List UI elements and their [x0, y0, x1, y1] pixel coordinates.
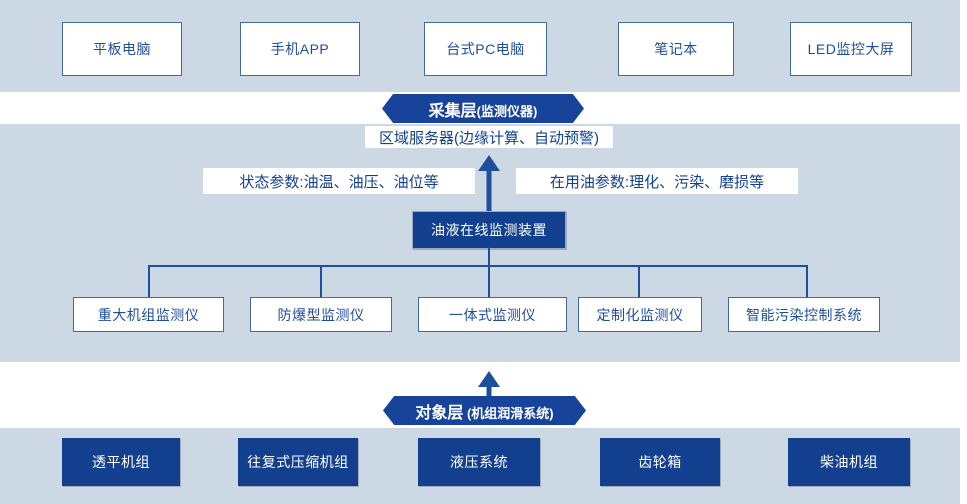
oil-parameters-plate: 在用油参数:理化、污染、磨损等 [516, 168, 798, 194]
collection-layer-banner[interactable]: 采集层(监测仪器) [382, 94, 584, 123]
tree-trunk-line [488, 247, 490, 266]
regional-server-label: 区域服务器(边缘计算、自动预警) [365, 126, 613, 148]
arrow-head-icon [478, 371, 500, 387]
regional-server-text: 区域服务器(边缘计算、自动预警) [379, 129, 599, 147]
monitor-box-explosion-proof[interactable]: 防爆型监测仪 [250, 297, 392, 332]
terminal-label: 手机APP [270, 41, 330, 57]
terminal-box-mobile-app[interactable]: 手机APP [240, 22, 360, 76]
tree-branch-line-2 [320, 265, 322, 297]
object-box-reciprocating-compressor[interactable]: 往复式压缩机组 [238, 438, 358, 486]
arrow-object-to-collection [477, 371, 501, 399]
banner-sub-text: (监测仪器) [476, 103, 538, 119]
object-box-gearbox[interactable]: 齿轮箱 [600, 438, 720, 486]
object-label: 柴油机组 [820, 454, 878, 470]
arrow-head-icon [478, 155, 500, 171]
monitor-box-customized[interactable]: 定制化监测仪 [578, 297, 702, 332]
object-layer-banner[interactable]: 对象层 (机组润滑系统) [383, 396, 586, 425]
monitor-label: 防爆型监测仪 [277, 306, 365, 323]
terminal-label: 平板电脑 [93, 41, 151, 57]
arrow-device-to-server [477, 155, 501, 212]
oil-online-monitoring-device-box[interactable]: 油液在线监测装置 [412, 211, 566, 249]
device-label: 油液在线监测装置 [431, 222, 547, 238]
terminal-box-tablet[interactable]: 平板电脑 [62, 22, 182, 76]
state-parameters-text: 状态参数:油温、油压、油位等 [239, 173, 439, 191]
object-label: 齿轮箱 [638, 454, 682, 470]
monitor-label: 定制化监测仪 [596, 306, 684, 323]
terminal-label: 笔记本 [654, 41, 698, 57]
terminal-label: LED监控大屏 [807, 41, 895, 57]
tree-branch-line-3 [488, 265, 490, 297]
banner-main-text: 采集层 [428, 102, 477, 120]
monitor-box-smart-contamination-control[interactable]: 智能污染控制系统 [728, 297, 880, 332]
banner-sub-text: (机组润滑系统) [463, 405, 554, 421]
hexagon-shape [382, 94, 584, 123]
terminal-box-desktop-pc[interactable]: 台式PC电脑 [424, 22, 547, 76]
terminal-label: 台式PC电脑 [446, 41, 525, 57]
object-box-diesel-unit[interactable]: 柴油机组 [788, 438, 910, 486]
object-label: 往复式压缩机组 [247, 454, 349, 470]
terminal-box-led-screen[interactable]: LED监控大屏 [790, 22, 912, 76]
object-label: 透平机组 [92, 454, 150, 470]
arrow-shaft [486, 169, 492, 212]
object-label: 液压系统 [450, 454, 508, 470]
hexagon-shape [383, 396, 586, 425]
tree-branch-line-4 [638, 265, 640, 297]
tree-branch-line-5 [806, 265, 808, 297]
monitor-label: 智能污染控制系统 [746, 306, 862, 323]
tree-bus-line [148, 265, 808, 267]
state-parameters-plate: 状态参数:油温、油压、油位等 [203, 168, 475, 194]
banner-main-text: 对象层 [415, 404, 464, 422]
monitor-box-integrated[interactable]: 一体式监测仪 [418, 297, 567, 332]
object-box-hydraulic-system[interactable]: 液压系统 [418, 438, 540, 486]
monitor-box-major-unit[interactable]: 重大机组监测仪 [73, 297, 224, 332]
collection-layer-banner-text: 采集层(监测仪器) [429, 97, 538, 121]
arrow-shaft [486, 385, 492, 399]
tree-branch-line-1 [148, 265, 150, 297]
terminal-box-laptop[interactable]: 笔记本 [618, 22, 734, 76]
oil-parameters-text: 在用油参数:理化、污染、磨损等 [549, 173, 765, 191]
object-box-turbine-unit[interactable]: 透平机组 [62, 438, 180, 486]
monitor-label: 一体式监测仪 [449, 306, 536, 323]
monitor-label: 重大机组监测仪 [97, 306, 200, 323]
object-layer-banner-text: 对象层 (机组润滑系统) [415, 399, 553, 423]
